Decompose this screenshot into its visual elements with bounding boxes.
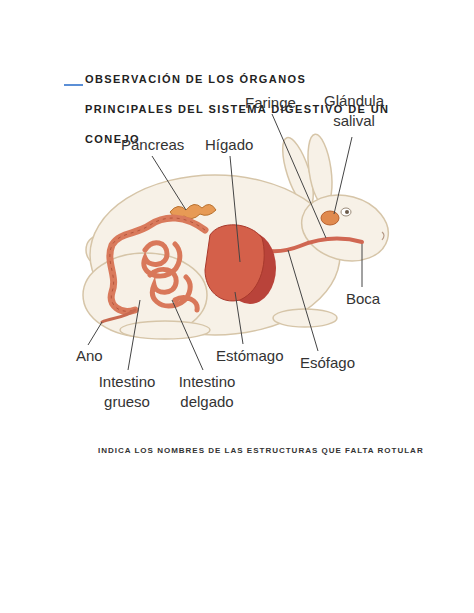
digestive-organs — [102, 204, 362, 322]
part-label: Páncreas — [121, 135, 184, 155]
rabbit-body — [83, 133, 396, 339]
part-label: Glándula salival — [314, 91, 394, 132]
link-mark — [64, 84, 83, 86]
instruction-note: INDICA LOS NOMBRES DE LAS ESTRUCTURAS QU… — [98, 446, 424, 455]
part-label: Boca — [346, 289, 380, 309]
part-label: Faringe — [245, 93, 296, 113]
rabbit-face — [341, 208, 384, 240]
part-label: Esófago — [300, 353, 355, 373]
part-label: Intestino delgado — [170, 372, 244, 413]
leader-lines — [88, 114, 362, 370]
part-label: Ano — [76, 346, 103, 366]
part-label: Hígado — [205, 135, 253, 155]
part-label: Estómago — [216, 346, 284, 366]
part-label: Intestino grueso — [90, 372, 164, 413]
